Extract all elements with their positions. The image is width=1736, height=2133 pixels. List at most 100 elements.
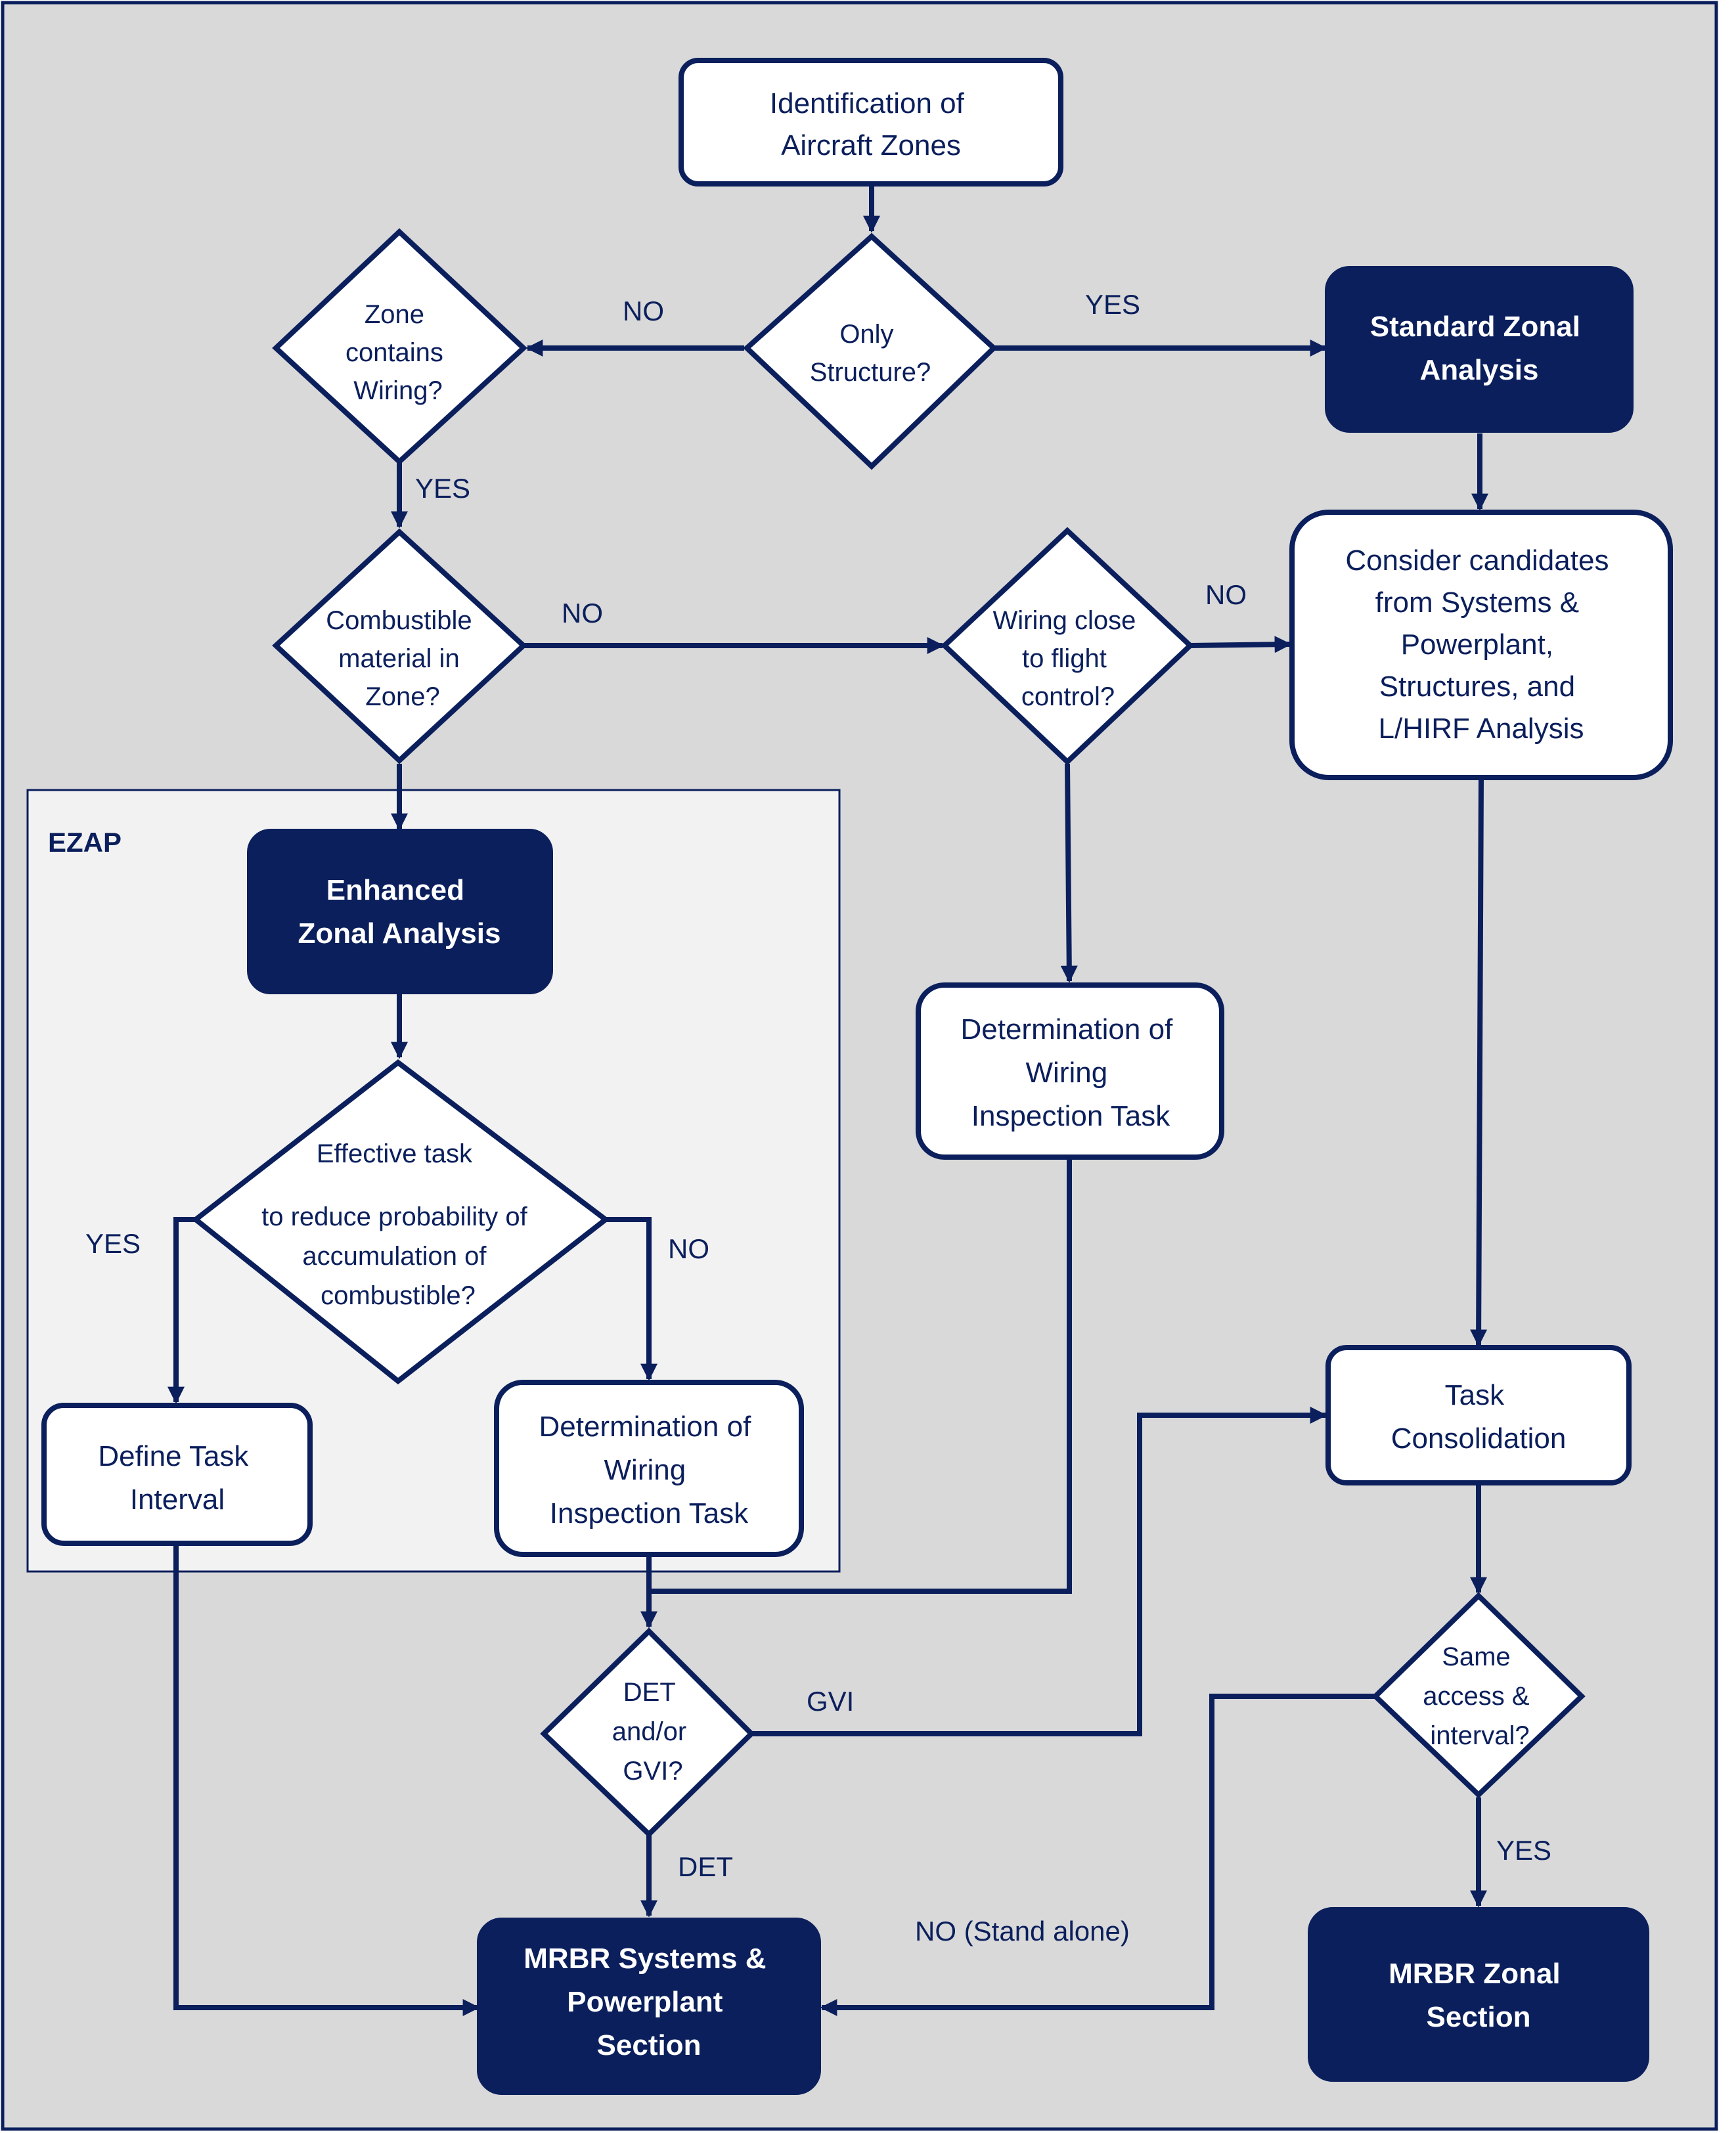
consider-line-4: Structures, and bbox=[1379, 671, 1575, 703]
combustible-line-3: Zone? bbox=[365, 682, 439, 711]
edge-same-access-no-to-mrbr-systems bbox=[820, 1694, 1375, 2016]
enhanced-zonal-line-2: Zonal Analysis bbox=[298, 917, 501, 950]
node-standard-zonal: Standard Zonal Analysis bbox=[1325, 266, 1634, 433]
edge-label-no-stand-alone: NO (Stand alone) bbox=[915, 1916, 1130, 1946]
effective-task-line-3: accumulation of bbox=[302, 1242, 487, 1271]
svg-text:Determination of Wiring: Determination of Wiring Inspection Task bbox=[960, 1013, 1180, 1132]
det-gvi-line-1: DET bbox=[623, 1678, 676, 1707]
consider-line-3: Powerplant, bbox=[1401, 628, 1553, 661]
consider-line-5: L/HIRF Analysis bbox=[1379, 713, 1584, 745]
node-wiring-close: Wiring close to flight control? bbox=[941, 527, 1194, 766]
mrbr-systems-line-1: MRBR Systems & bbox=[523, 1943, 766, 1975]
svg-text:Zone contains Wiri: Zone contains Wiring? bbox=[345, 300, 451, 405]
edge-consider-to-task-consolidation bbox=[1470, 778, 1488, 1347]
zone-wiring-line-2: contains bbox=[345, 338, 443, 367]
svg-text:Define Task Interval: Define Task Interval bbox=[98, 1440, 256, 1516]
define-task-line-2: Interval bbox=[130, 1484, 225, 1516]
mrbr-systems-line-2: Powerplant bbox=[567, 1986, 723, 2018]
standard-zonal-line-2: Analysis bbox=[1420, 354, 1539, 386]
node-task-consolidation: Task Consolidation bbox=[1325, 1345, 1632, 1485]
edge-label-no-zone: NO bbox=[623, 296, 664, 326]
node-only-structure: Only Structure? bbox=[743, 232, 998, 470]
node-zone-wiring: Zone contains Wiring? bbox=[272, 228, 527, 466]
edge-label-yes-standard: YES bbox=[1085, 289, 1140, 320]
mrbr-zonal-line-2: Section bbox=[1427, 2001, 1531, 2033]
det-wiring-right-line-3: Inspection Task bbox=[971, 1100, 1170, 1132]
svg-text:Effective task to reduce: Effective task to reduce probability of … bbox=[261, 1139, 535, 1310]
consider-line-2: from Systems & bbox=[1375, 586, 1580, 619]
edge-label-det: DET bbox=[678, 1851, 733, 1882]
svg-text:MRBR Zonal Section: MRBR Zonal Section bbox=[1389, 1958, 1569, 2033]
det-wiring-left-line-3: Inspection Task bbox=[550, 1497, 749, 1529]
node-mrbr-systems: MRBR Systems & Powerplant Section bbox=[477, 1918, 821, 2095]
svg-text:Same access & inte: Same access & interval? bbox=[1423, 1642, 1536, 1750]
node-enhanced-zonal: Enhanced Zonal Analysis bbox=[247, 829, 553, 994]
edge-effective-to-det-left bbox=[606, 1217, 657, 1381]
det-wiring-right-line-2: Wiring bbox=[1026, 1057, 1108, 1089]
edge-label-no-determination: NO bbox=[668, 1233, 709, 1264]
mrbr-zonal-line-1: MRBR Zonal bbox=[1389, 1958, 1561, 1990]
node-consider: Consider candidates from Systems & Power… bbox=[1289, 510, 1673, 780]
wiring-close-line-3: control? bbox=[1021, 682, 1115, 711]
same-access-line-2: access & bbox=[1423, 1682, 1530, 1711]
edge-label-no-wiring-close: NO bbox=[1205, 579, 1247, 610]
identification-line-1: Identification of bbox=[770, 87, 965, 120]
node-same-access: Same access & interval? bbox=[1371, 1592, 1586, 1799]
node-det-wiring-left: Determination of Wiring Inspection Task bbox=[494, 1380, 804, 1557]
det-wiring-right-line-1: Determination of bbox=[960, 1013, 1173, 1045]
enhanced-zonal-line-1: Enhanced bbox=[326, 874, 464, 906]
det-gvi-line-3: GVI? bbox=[623, 1757, 682, 1786]
node-det-gvi: DET and/or GVI? bbox=[540, 1627, 755, 1838]
svg-text:DET and/or GVI?: DET and/or GVI? bbox=[612, 1678, 694, 1786]
wiring-close-line-1: Wiring close bbox=[993, 606, 1136, 635]
node-define-task: Define Task Interval bbox=[41, 1403, 313, 1546]
zone-wiring-line-3: Wiring? bbox=[353, 376, 443, 405]
mrbr-systems-line-3: Section bbox=[597, 2029, 701, 2061]
task-consolidation-line-1: Task bbox=[1445, 1379, 1505, 1411]
edge-det-right-to-det-gvi bbox=[649, 1158, 1072, 1594]
svg-text:Only Structure?: Only Structure? bbox=[810, 320, 931, 387]
node-mrbr-zonal: MRBR Zonal Section bbox=[1308, 1907, 1649, 2082]
svg-text:Identification of Aircra: Identification of Aircraft Zones bbox=[770, 87, 972, 162]
define-task-line-1: Define Task bbox=[98, 1440, 249, 1472]
standard-zonal-line-1: Standard Zonal bbox=[1370, 311, 1580, 343]
det-wiring-left-line-2: Wiring bbox=[604, 1454, 686, 1486]
task-consolidation-line-2: Consolidation bbox=[1391, 1422, 1567, 1455]
svg-text:Combustible material in: Combustible material in Zone? bbox=[326, 606, 479, 711]
edge-define-to-mrbr-systems bbox=[173, 1543, 480, 2016]
edge-effective-to-define bbox=[167, 1217, 198, 1404]
node-identification: Identification of Aircraft Zones bbox=[679, 58, 1063, 187]
svg-text:Wiring close to flight: Wiring close to flight control? bbox=[993, 606, 1144, 711]
edge-label-gvi: GVI bbox=[807, 1686, 854, 1717]
edge-label-yes-combustible: YES bbox=[415, 473, 470, 504]
edge-label-no-combustible: NO bbox=[562, 598, 603, 628]
combustible-line-1: Combustible bbox=[326, 606, 472, 635]
svg-text:Task Consolidation: Task Consolidation bbox=[1391, 1379, 1567, 1455]
node-effective-task: Effective task to reduce probability of … bbox=[191, 1059, 610, 1385]
effective-task-line-1: Effective task bbox=[317, 1139, 473, 1168]
svg-text:Consider candidates from: Consider candidates from Systems & Power… bbox=[1345, 544, 1616, 745]
same-access-line-3: interval? bbox=[1430, 1721, 1529, 1750]
edge-det-gvi-gvi-to-consolidation bbox=[751, 1407, 1327, 1736]
consider-line-1: Consider candidates bbox=[1345, 544, 1609, 577]
zone-wiring-line-1: Zone bbox=[365, 300, 424, 329]
svg-text:MRBR Systems & Powerplan: MRBR Systems & Powerplant Section bbox=[523, 1943, 774, 2061]
svg-text:Enhanced Zonal Analysis: Enhanced Zonal Analysis bbox=[298, 874, 501, 950]
only-structure-line-2: Structure? bbox=[810, 358, 931, 387]
ezap-title: EZAP bbox=[48, 827, 122, 858]
only-structure-line-1: Only bbox=[839, 320, 893, 349]
effective-task-line-4: combustible? bbox=[321, 1281, 476, 1310]
edge-wiring-close-to-consider bbox=[1190, 636, 1292, 653]
svg-text:Standard Zonal Analysis: Standard Zonal Analysis bbox=[1370, 311, 1588, 386]
det-gvi-line-2: and/or bbox=[612, 1717, 686, 1746]
connectors bbox=[167, 184, 1488, 2016]
det-wiring-left-line-1: Determination of bbox=[539, 1411, 751, 1443]
edge-wiring-close-to-det-right bbox=[1060, 763, 1078, 983]
combustible-line-2: material in bbox=[338, 644, 460, 673]
edge-label-yes-zonal: YES bbox=[1496, 1835, 1551, 1866]
edge-label-yes-define: YES bbox=[85, 1228, 141, 1259]
node-det-wiring-right: Determination of Wiring Inspection Task bbox=[916, 982, 1224, 1160]
identification-line-2: Aircraft Zones bbox=[781, 129, 961, 162]
effective-task-line-2: to reduce probability of bbox=[261, 1202, 528, 1231]
